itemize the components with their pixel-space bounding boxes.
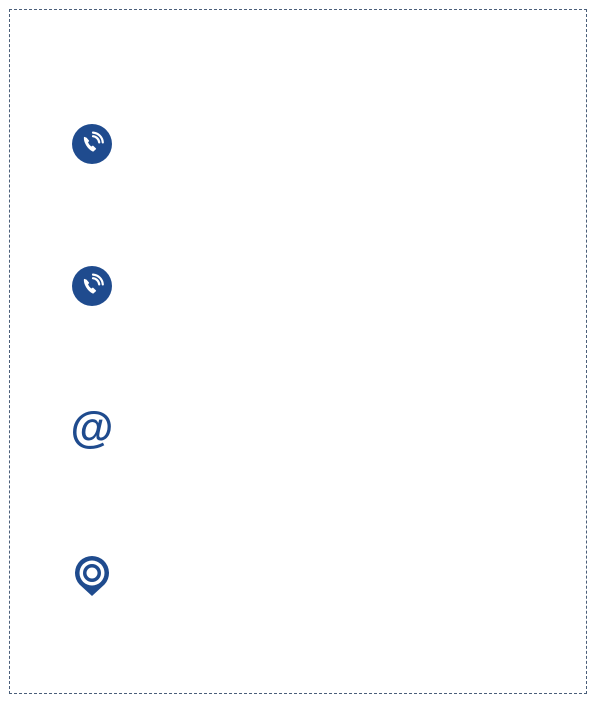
contact-row-phone-1 bbox=[70, 122, 550, 166]
svg-text:@: @ bbox=[71, 406, 114, 450]
phone-ring-icon bbox=[70, 264, 114, 308]
phone-ring-icon bbox=[70, 122, 114, 166]
contact-row-email: @ bbox=[70, 406, 550, 450]
location-pin-icon bbox=[70, 554, 114, 598]
contact-card-frame: @ bbox=[9, 9, 587, 694]
contact-row-phone-2 bbox=[70, 264, 550, 308]
at-sign-icon: @ bbox=[70, 406, 114, 450]
contact-row-address bbox=[70, 554, 550, 598]
